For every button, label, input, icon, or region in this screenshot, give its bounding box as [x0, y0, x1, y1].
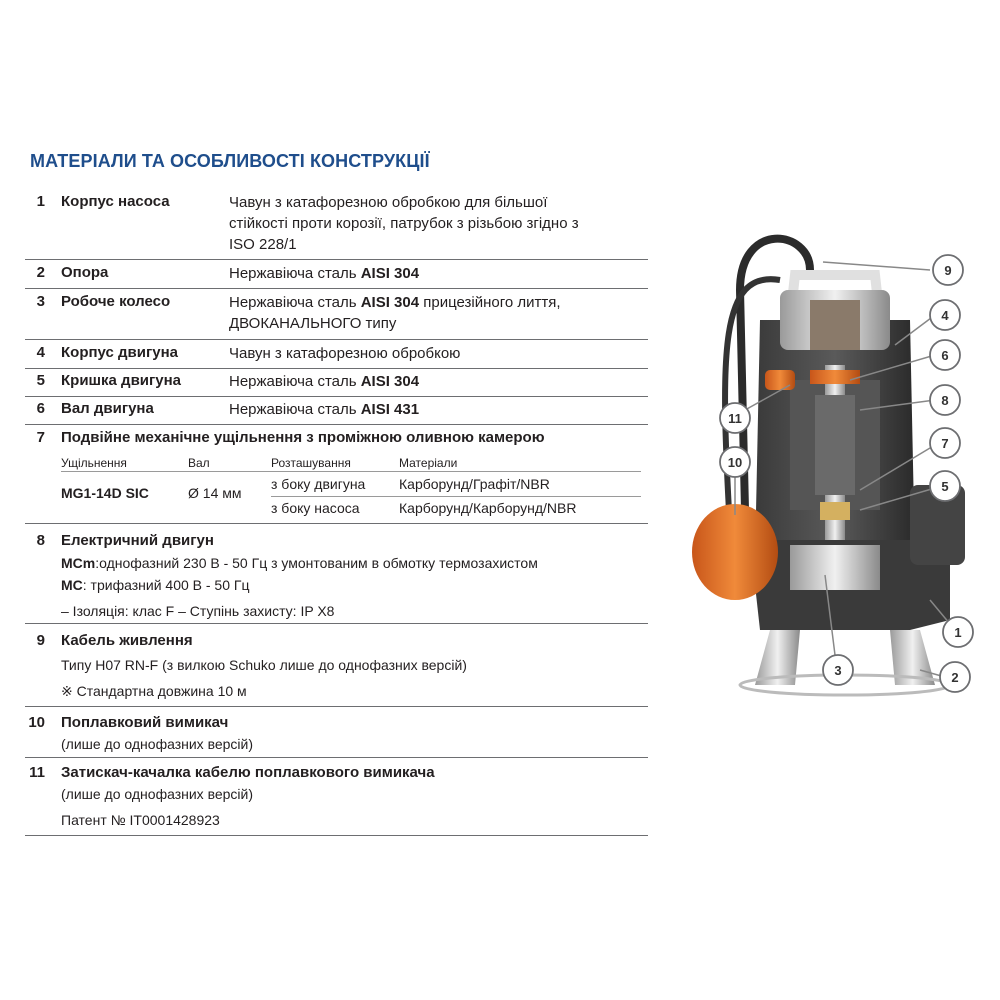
item-number: 10 — [28, 714, 45, 731]
callout-10 — [719, 446, 751, 478]
svg-text:8: 8 — [941, 393, 948, 408]
seal-header-shaft: Вал — [188, 456, 210, 470]
support-leg-left — [755, 630, 800, 685]
item-name: Кришка двигуна — [61, 372, 182, 389]
discharge-port — [910, 485, 965, 565]
svg-text:1: 1 — [954, 625, 961, 640]
float-switch — [692, 504, 778, 600]
item-name: Поплавковий вимикач — [61, 714, 229, 731]
seal-model: MG1-14D SIC — [61, 485, 149, 501]
spec-row-7: 7 Подвійне механічне ущільнення з проміж… — [25, 427, 648, 524]
item-name: Корпус двигуна — [61, 344, 178, 361]
spec-row-5: 5 Кришка двигуна Нержавіюча сталь AISI 3… — [25, 370, 648, 397]
seal-header-position: Розташування — [271, 456, 351, 470]
svg-text:4: 4 — [941, 308, 949, 323]
callout-11 — [719, 402, 751, 434]
callout-9 — [932, 254, 964, 286]
item-name: Вал двигуна — [61, 400, 154, 417]
item-number: 11 — [29, 764, 45, 781]
callout-5 — [929, 470, 961, 502]
seal-row-divider — [271, 496, 641, 497]
callout-2 — [939, 661, 971, 693]
item-name: Робоче колесо — [61, 293, 171, 310]
item-number: 2 — [36, 264, 45, 281]
page-title: МАТЕРІАЛИ ТА ОСОБЛИВОСТІ КОНСТРУКЦІЇ — [30, 151, 430, 171]
item-name: Електричний двигун — [61, 532, 214, 549]
spec-row-11: 11 Затискач-качалка кабелю поплавкового … — [25, 762, 648, 836]
seal-materials-motor: Карборунд/Графіт/NBR — [399, 476, 550, 492]
item-name: Затискач-качалка кабелю поплавкового вим… — [61, 764, 435, 781]
callout-3 — [822, 654, 854, 686]
power-cable — [735, 234, 814, 511]
item-description: Нержавіюча сталь AISI 304 прицезійного л… — [229, 294, 561, 332]
patent-number: Патент № IT0001428923 — [61, 812, 220, 828]
cable-length: ※ Стандартна довжина 10 м — [61, 683, 247, 699]
seal-position-motor: з боку двигуна — [271, 476, 366, 492]
spec-row-9: 9 Кабель живлення Типу H07 RN-F (з вилко… — [25, 630, 648, 707]
item-name: Опора — [61, 264, 109, 281]
callout-1 — [942, 616, 974, 648]
motor-mcm: MCm:однофазний 230 В - 50 Гц з умонтован… — [61, 555, 538, 571]
impeller — [790, 545, 880, 590]
svg-text:5: 5 — [941, 479, 948, 494]
item-number: 3 — [36, 293, 45, 310]
motor-insulation: – Ізоляція: клас F – Ступінь захисту: IP… — [61, 603, 335, 619]
svg-text:6: 6 — [941, 348, 948, 363]
svg-text:10: 10 — [728, 455, 742, 470]
spec-row-1: 1 Корпус насоса Чавун з катафорезною обр… — [25, 192, 648, 260]
cable-type: Типу H07 RN-F (з вилкою Schuko лише до о… — [61, 657, 467, 673]
pump-illustration — [692, 234, 965, 697]
seal-shaft: Ø 14 мм — [188, 485, 242, 501]
item-number: 6 — [36, 400, 45, 417]
motor-mc: MC: трифазний 400 В - 50 Гц — [61, 577, 250, 593]
item-name: Корпус насоса — [61, 193, 170, 210]
item-description: Нержавіюча сталь AISI 431 — [229, 401, 420, 418]
item-description: (лише до однофазних версій) — [61, 736, 254, 752]
item-description: Нержавіюча сталь AISI 304 — [229, 373, 420, 390]
svg-text:3: 3 — [834, 663, 841, 678]
svg-text:2: 2 — [951, 670, 958, 685]
item-description: Чавун з катафорезною обробкою для більшо… — [229, 194, 579, 253]
callout-8 — [929, 384, 961, 416]
svg-text:7: 7 — [941, 436, 948, 451]
seal-materials-pump: Карборунд/Карборунд/NBR — [399, 500, 577, 516]
spec-row-10: 10 Поплавковий вимикач (лише до однофазн… — [25, 712, 648, 758]
item-description: Чавун з катафорезною обробкою — [229, 345, 461, 362]
seal-header-seal: Ущільнення — [61, 456, 127, 470]
item-number: 8 — [36, 532, 45, 549]
item-name: Подвійне механічне ущільнення з проміжно… — [61, 429, 545, 446]
item-number: 7 — [36, 429, 45, 446]
seal-header-materials: Матеріали — [399, 456, 458, 470]
callout-7 — [929, 427, 961, 459]
item-description: (лише до однофазних версій) — [61, 786, 254, 802]
callout-4 — [929, 299, 961, 331]
spec-row-8: 8 Електричний двигун MCm:однофазний 230 … — [25, 530, 648, 624]
spec-row-4: 4 Корпус двигуна Чавун з катафорезною об… — [25, 342, 648, 369]
spec-row-3: 3 Робоче колесо Нержавіюча сталь AISI 30… — [25, 291, 648, 340]
rotor — [815, 395, 855, 495]
spec-row-6: 6 Вал двигуна Нержавіюча сталь AISI 431 — [25, 398, 648, 425]
item-number: 1 — [36, 193, 45, 210]
item-name: Кабель живлення — [61, 632, 193, 649]
spec-row-2: 2 Опора Нержавіюча сталь AISI 304 — [25, 262, 648, 289]
item-number: 4 — [36, 344, 45, 361]
cable-clamp — [765, 370, 795, 390]
seal-position-pump: з боку насоса — [271, 500, 360, 516]
seal-header-divider — [61, 471, 641, 472]
item-number: 9 — [36, 632, 45, 649]
item-description: Нержавіюча сталь AISI 304 — [229, 265, 420, 282]
callout-6 — [929, 339, 961, 371]
svg-text:9: 9 — [944, 263, 951, 278]
svg-text:11: 11 — [728, 411, 742, 426]
item-number: 5 — [36, 372, 45, 389]
